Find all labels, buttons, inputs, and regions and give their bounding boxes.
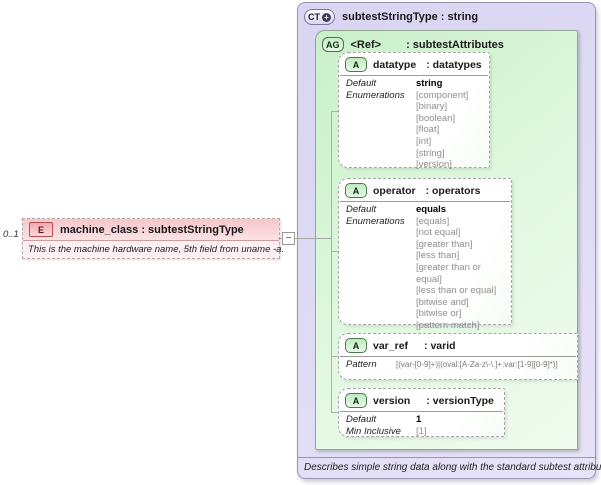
attribute-group-icon: AG	[322, 37, 344, 52]
element-annotation: This is the machine hardware name, 5th f…	[23, 240, 284, 258]
attribute-name: operator	[373, 184, 416, 197]
connector-stub-version	[331, 412, 339, 413]
connector-trunk	[331, 111, 332, 412]
attribute-type: : versionType	[426, 394, 494, 407]
element-box-machine-class[interactable]: E machine_class : subtestStringType This…	[22, 218, 284, 259]
facet-value: string	[416, 78, 443, 89]
facet-table: Default string Enumerations [component] …	[339, 76, 489, 174]
attribute-header-version[interactable]: A version : versionType	[339, 389, 504, 410]
attribute-type: : varid	[424, 339, 456, 352]
element-header[interactable]: E machine_class : subtestStringType	[23, 219, 279, 240]
attribute-icon: A	[345, 338, 367, 353]
connector-stub-varref	[331, 356, 339, 357]
facet-value: [1]	[416, 425, 427, 437]
facet-pattern-value: [(var-[0-9]+)|(oval:[A-Za-z\-\.]+:var:[1…	[396, 360, 558, 369]
attribute-icon: A	[345, 57, 367, 72]
element-to-type-connector	[278, 238, 332, 239]
divider	[340, 201, 510, 202]
facet-enumeration-list: [component] [binary] [boolean] [float] […	[416, 89, 469, 171]
attribute-header-operator[interactable]: A operator : operators	[339, 179, 511, 200]
attribute-name: version	[373, 394, 411, 407]
divider	[340, 75, 488, 76]
facet-table: Default 1 Min Inclusive [1]	[339, 412, 504, 440]
facet-label: Default	[346, 414, 377, 425]
connector-stub-operator	[331, 251, 339, 252]
facet-value: 1	[416, 414, 422, 425]
attribute-group-header: AG <Ref> : subtestAttributes	[316, 31, 577, 52]
cardinality-label: 0..1	[3, 229, 19, 240]
element-title: machine_class : subtestStringType	[60, 223, 244, 236]
attribute-box-operator[interactable]: A operator : operators Default equals En…	[338, 178, 512, 331]
attribute-name: var_ref	[373, 339, 409, 352]
facet-label: Enumerations	[346, 89, 405, 101]
complex-type-header: CT + subtestStringType : string	[298, 3, 595, 25]
attribute-group-type: : subtestAttributes	[406, 38, 504, 51]
facet-label: Min Inclusive	[346, 425, 401, 437]
attribute-icon: A	[345, 183, 367, 198]
attribute-group-ref: <Ref>	[350, 38, 382, 51]
attribute-header-datatype[interactable]: A datatype : datatypes	[339, 53, 489, 74]
facet-label: Default	[346, 78, 377, 89]
divider	[340, 411, 503, 412]
attribute-type: : operators	[425, 184, 481, 197]
attribute-icon: A	[345, 393, 367, 408]
facet-label: Default	[346, 204, 377, 215]
attribute-type: : datatypes	[426, 58, 482, 71]
facet-label: Pattern	[346, 359, 377, 370]
plus-icon: +	[322, 12, 331, 22]
complex-type-icon-letters: CT	[308, 12, 320, 22]
facet-value: equals	[416, 204, 447, 215]
attribute-box-datatype[interactable]: A datatype : datatypes Default string En…	[338, 52, 490, 170]
complex-type-annotation: Describes simple string data along with …	[298, 457, 601, 478]
attribute-box-version[interactable]: A version : versionType Default 1 Min In…	[338, 388, 505, 437]
attribute-header-var-ref[interactable]: A var_ref : varid	[339, 334, 577, 355]
facet-table: Default equals Enumerations [equals] [no…	[339, 202, 511, 335]
facet-table: Pattern [(var-[0-9]+)|(oval:[A-Za-z\-\.]…	[339, 357, 577, 374]
attribute-name: datatype	[373, 58, 417, 71]
facet-enumeration-list: [equals] [not equal] [greater than] [les…	[416, 215, 497, 331]
complex-type-icon: CT +	[304, 9, 335, 25]
divider	[340, 356, 576, 357]
collapse-toggle[interactable]: −	[282, 232, 295, 245]
complex-type-title: subtestStringType : string	[342, 11, 479, 23]
element-icon: E	[29, 222, 53, 237]
attribute-box-var-ref[interactable]: A var_ref : varid Pattern [(var-[0-9]+)|…	[338, 333, 578, 380]
facet-label: Enumerations	[346, 215, 405, 227]
connector-stub-datatype	[331, 111, 339, 112]
